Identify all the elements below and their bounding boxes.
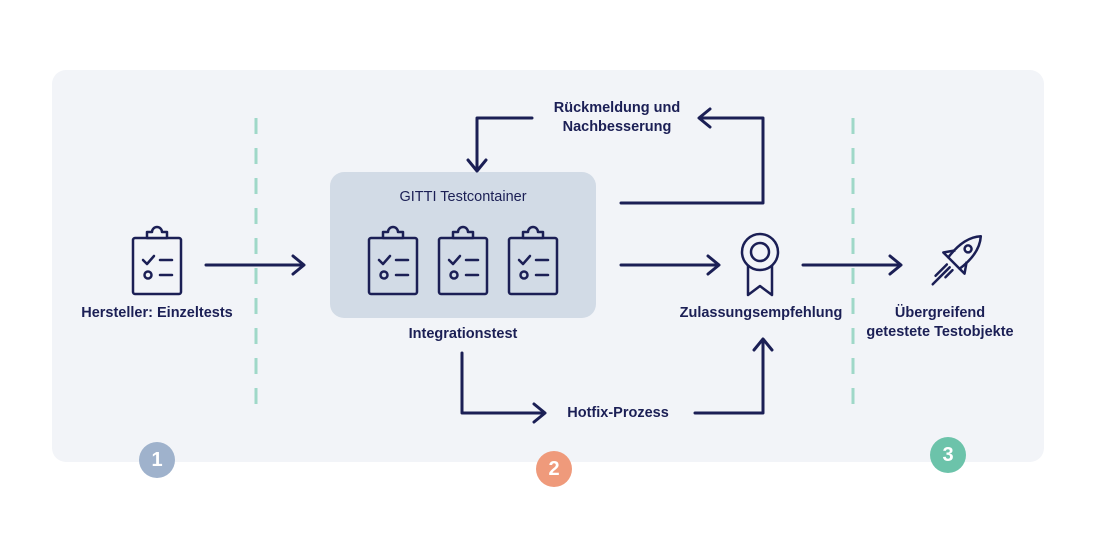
rueckmeldung-label-line1: Rückmeldung und	[553, 100, 681, 116]
uebergreifend-label-line2: getestete Testobjekte	[866, 324, 1014, 340]
arrow-rueckmeldung-in	[466, 116, 534, 173]
clipboard-checklist-icon	[507, 225, 559, 296]
hersteller-label: Hersteller: Einzeltests	[81, 305, 233, 321]
arrow-rueckmeldung-out	[619, 107, 765, 205]
step-badge-3: 3	[930, 437, 966, 473]
clipboard-checklist-icon	[367, 225, 419, 296]
arrow-to-testobjekte	[801, 254, 903, 276]
arrow-hotfix-out	[693, 337, 774, 415]
testcontainer-title: GITTI Testcontainer	[399, 189, 527, 205]
hotfix-label: Hotfix-Prozess	[567, 405, 669, 421]
rueckmeldung-label-line2: Nachbesserung	[562, 119, 672, 135]
clipboard-checklist-icon	[131, 225, 183, 296]
rocket-icon	[931, 234, 983, 286]
arrow-hotfix-in	[460, 351, 547, 424]
arrow-to-testcontainer	[204, 254, 306, 276]
uebergreifend-label-line1: Übergreifend	[894, 305, 986, 321]
step-badge-1: 1	[139, 442, 175, 478]
zulassung-label: Zulassungsempfehlung	[679, 305, 843, 321]
integrationstest-label: Integrationstest	[408, 326, 518, 342]
step-badge-2: 2	[536, 451, 572, 487]
clipboard-checklist-icon	[437, 225, 489, 296]
award-ribbon-icon	[740, 232, 780, 297]
arrow-to-zulassung	[619, 254, 721, 276]
